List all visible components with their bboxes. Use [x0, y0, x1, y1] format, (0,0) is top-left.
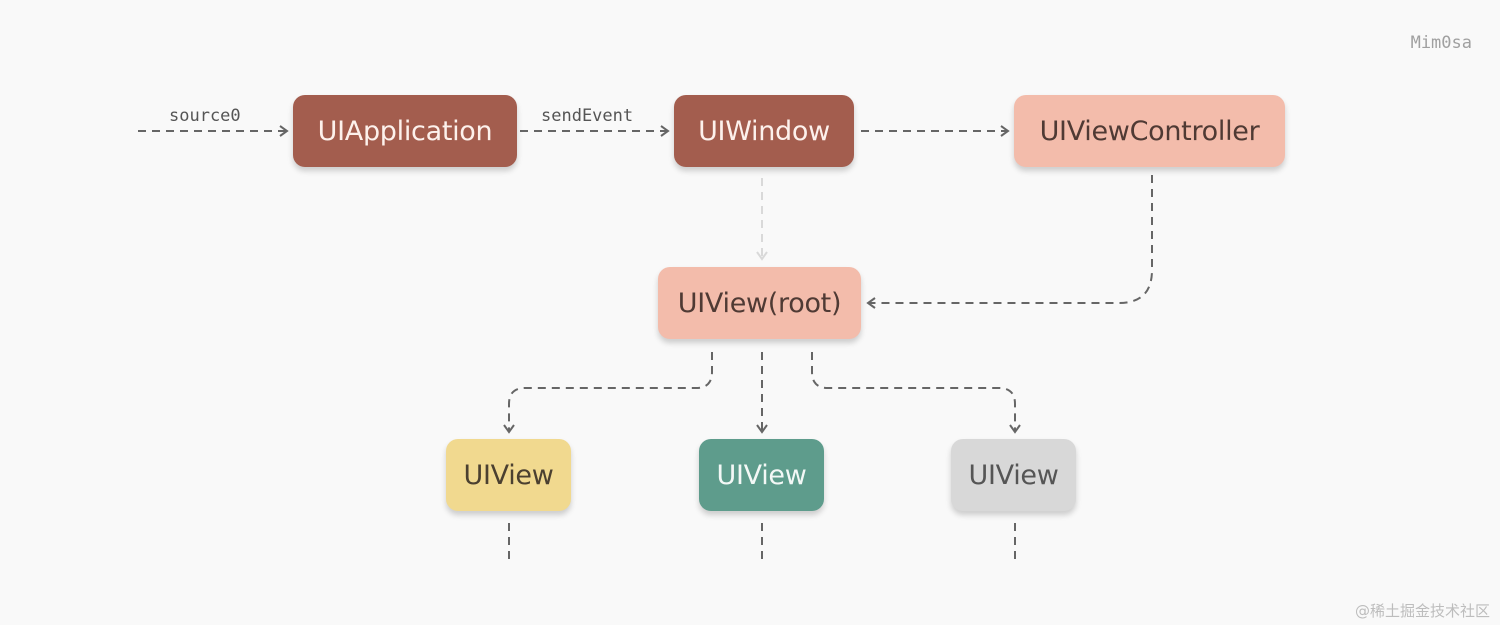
child-view-node-gray: UIView — [951, 439, 1076, 511]
send-event-label: sendEvent — [541, 106, 634, 126]
site-watermark: @稀土掘金技术社区 — [1354, 602, 1490, 620]
edge-viewcontroller-to-root — [866, 175, 1153, 309]
source0-label: source0 — [169, 106, 241, 126]
edge-root-to-view-3 — [811, 352, 1021, 434]
ui-view-controller-node: UIViewController — [1014, 95, 1285, 167]
child-view-node-yellow: UIView — [446, 439, 571, 511]
root-view-node: UIView(root) — [658, 267, 861, 339]
author-watermark: Mim0sa — [1410, 33, 1472, 53]
child-view-node-green: UIView — [699, 439, 824, 511]
ui-application-node: UIApplication — [293, 95, 517, 167]
edge-root-to-view-1 — [503, 352, 713, 434]
ui-window-node: UIWindow — [674, 95, 854, 167]
